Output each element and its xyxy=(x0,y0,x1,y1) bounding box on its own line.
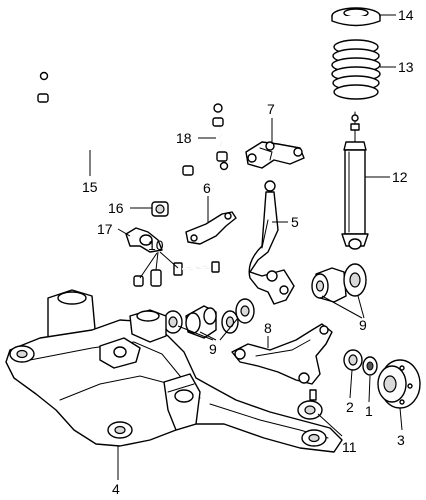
bushing-clamp xyxy=(125,227,163,253)
seal xyxy=(343,349,363,371)
callout-labels: 14 13 12 7 18 15 6 5 16 17 10 9 9 8 2 1 … xyxy=(82,7,414,497)
callout-1: 1 xyxy=(365,403,373,419)
upper-control-arm xyxy=(245,141,305,169)
front-crossmember xyxy=(5,289,343,453)
callout-6: 6 xyxy=(203,180,211,196)
callout-17: 17 xyxy=(97,221,113,237)
callout-4: 4 xyxy=(112,481,120,497)
callout-15: 15 xyxy=(82,179,98,195)
stabilizer-bar xyxy=(37,71,194,190)
control-arm-bushings-left xyxy=(163,298,255,339)
callout-8: 8 xyxy=(264,320,272,336)
control-arm-bushings-right xyxy=(311,263,367,303)
callout-7: 7 xyxy=(267,101,275,117)
callout-16: 16 xyxy=(108,200,124,216)
callout-2: 2 xyxy=(346,399,354,415)
callout-9-left: 9 xyxy=(209,341,217,357)
bracket xyxy=(185,211,237,245)
bolt-and-nut-set xyxy=(133,261,220,287)
stabilizer-link xyxy=(212,103,229,171)
callout-10: 10 xyxy=(148,237,164,253)
steering-knuckle xyxy=(248,180,295,305)
callout-3: 3 xyxy=(397,432,405,448)
spring-upper-seat xyxy=(331,7,381,27)
callout-18: 18 xyxy=(176,130,192,146)
callout-5: 5 xyxy=(291,214,299,230)
callout-13: 13 xyxy=(398,59,414,75)
callout-14: 14 xyxy=(398,7,414,23)
wheel-hub xyxy=(377,359,421,409)
stabilizer-bushing xyxy=(151,201,169,217)
wheel-bearing xyxy=(362,356,378,376)
leader-lines xyxy=(89,14,403,480)
ball-joint xyxy=(297,389,323,420)
coil-spring xyxy=(331,39,381,100)
shock-absorber xyxy=(341,111,369,250)
callout-11: 11 xyxy=(342,439,357,455)
callout-9-right: 9 xyxy=(359,317,367,333)
lower-control-arm xyxy=(231,323,333,385)
callout-12: 12 xyxy=(392,169,408,185)
